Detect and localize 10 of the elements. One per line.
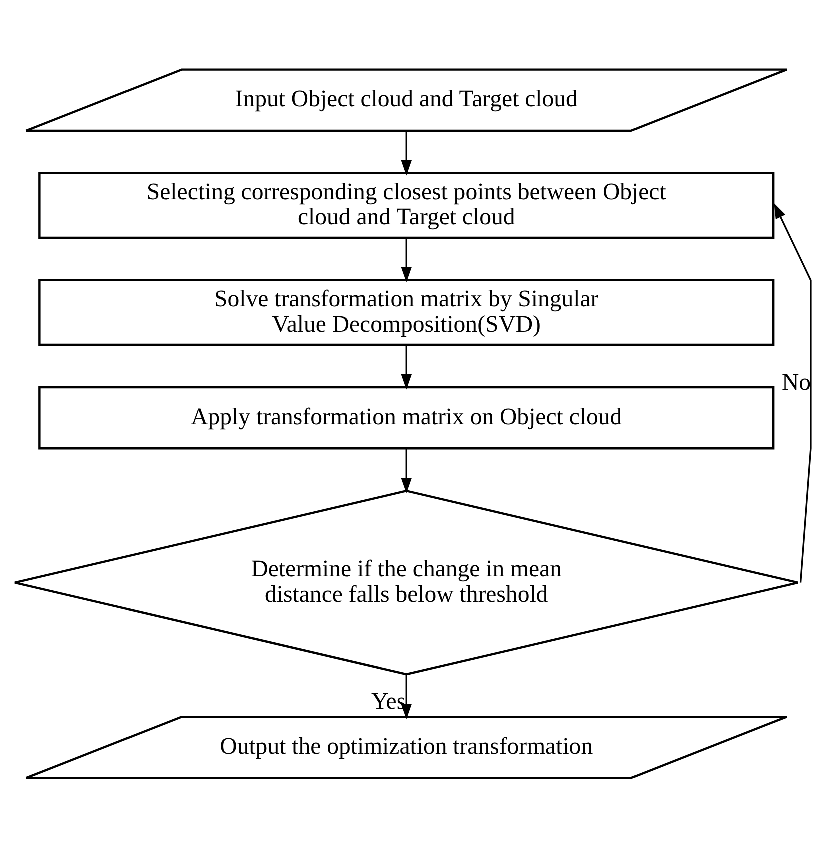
arrow <box>401 238 412 283</box>
node-box: Solve transformation matrix by Singular Value Decomposition(SVD) <box>38 279 775 346</box>
node-diamond: Determine if the change in mean distance falls below threshold <box>14 490 800 676</box>
arrow <box>401 345 412 390</box>
arrow <box>774 203 812 583</box>
node-box: Selecting corresponding closest points between Object cloud and Target cloud <box>38 172 775 240</box>
arrow <box>401 131 412 176</box>
node-box: Apply transformation matrix on Object cloud <box>38 386 775 450</box>
arrow <box>401 674 412 720</box>
arrow <box>401 449 412 494</box>
